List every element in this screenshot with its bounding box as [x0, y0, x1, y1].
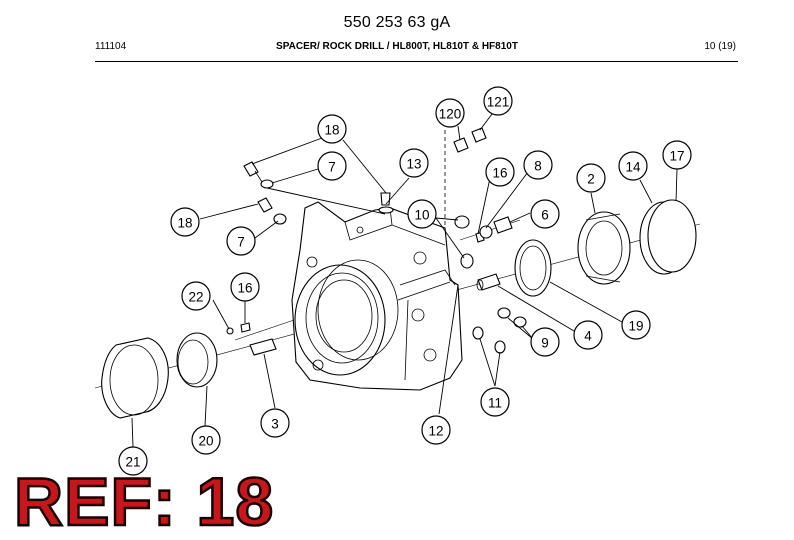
plug-3: [249, 338, 277, 356]
callout-label: 17: [669, 149, 684, 164]
callout-label: 12: [428, 424, 443, 439]
o-ring-11: [472, 326, 506, 354]
nipple-120: [453, 137, 469, 153]
plug-121: [471, 127, 487, 143]
page-title: SPACER/ ROCK DRILL / HL800T, HL810T & HF…: [276, 41, 518, 52]
leader-lines: [131, 113, 678, 448]
washer-7-upper: [260, 179, 274, 189]
sleeve-4: [476, 273, 501, 291]
callout-20: 20: [191, 425, 221, 455]
callout-3: 3: [260, 408, 290, 438]
callout-19: 19: [621, 310, 651, 340]
callout-label: 9: [541, 336, 549, 351]
callout-label: 11: [488, 396, 502, 411]
seal-8-plug-6: [479, 216, 513, 239]
callout-7-lower: 7: [226, 226, 256, 256]
callout-label: 18: [324, 123, 339, 138]
callout-label: 2: [587, 172, 595, 187]
callout-2: 2: [576, 163, 606, 193]
callout-label: 7: [237, 235, 245, 250]
callout-12: 12: [421, 415, 451, 445]
callout-11: 11: [480, 387, 510, 417]
ring-19: [514, 239, 552, 297]
callout-label: 16: [492, 166, 507, 181]
o-ring-10: [454, 215, 474, 269]
callout-label: 14: [625, 160, 641, 175]
callout-21: 21: [118, 446, 148, 476]
screw-13: [378, 192, 394, 214]
callout-label: 13: [406, 157, 421, 172]
rings-14-17: [639, 199, 697, 275]
callout-13: 13: [399, 148, 429, 178]
header-divider: [95, 61, 738, 62]
callout-label: 7: [328, 160, 336, 175]
callout-label: 18: [177, 216, 192, 231]
screw-18-lower: [257, 197, 273, 213]
callout-label: 120: [439, 107, 462, 122]
screw-18-upper: [243, 161, 263, 183]
callout-121: 121: [483, 86, 513, 116]
callout-label: 19: [628, 319, 643, 334]
callout-16-lower: 16: [230, 272, 260, 302]
callout-8: 8: [523, 150, 553, 180]
callout-label: 22: [188, 290, 203, 305]
sleeve-21: [101, 337, 169, 419]
callout-4: 4: [573, 320, 603, 350]
callout-label: 8: [534, 159, 542, 174]
callout-6: 6: [530, 199, 560, 229]
reference-label: REF: 18: [13, 464, 275, 540]
bushing-2: [577, 211, 631, 285]
callout-label: 21: [125, 455, 140, 470]
callout-18-upper: 18: [317, 114, 347, 144]
callout-7-upper: 7: [317, 151, 347, 181]
callout-16-upper: 16: [485, 157, 515, 187]
callout-label: 20: [198, 434, 213, 449]
callout-9: 9: [530, 327, 560, 357]
callout-label: 3: [271, 417, 279, 432]
document-code: 111104: [95, 41, 127, 52]
callout-120: 120: [435, 98, 465, 128]
spacer-housing: [291, 201, 463, 391]
callout-label: 16: [237, 281, 252, 296]
callout-17: 17: [662, 140, 692, 170]
callout-label: 121: [487, 95, 510, 110]
plug-axis-line: [234, 317, 301, 341]
callout-10: 10: [407, 199, 437, 229]
page-number: 10 (19): [704, 41, 736, 52]
callout-label: 4: [584, 329, 592, 344]
ring-20: [176, 332, 218, 388]
pins-22-16-lower: [226, 322, 251, 335]
callout-14: 14: [618, 151, 648, 181]
callout-18-lower: 18: [170, 207, 200, 237]
document-number: 550 253 63 gA: [343, 14, 451, 31]
o-ring-9: [497, 307, 527, 328]
callout-label: 10: [414, 208, 429, 223]
callout-22: 22: [181, 281, 211, 311]
callout-label: 6: [541, 208, 549, 223]
